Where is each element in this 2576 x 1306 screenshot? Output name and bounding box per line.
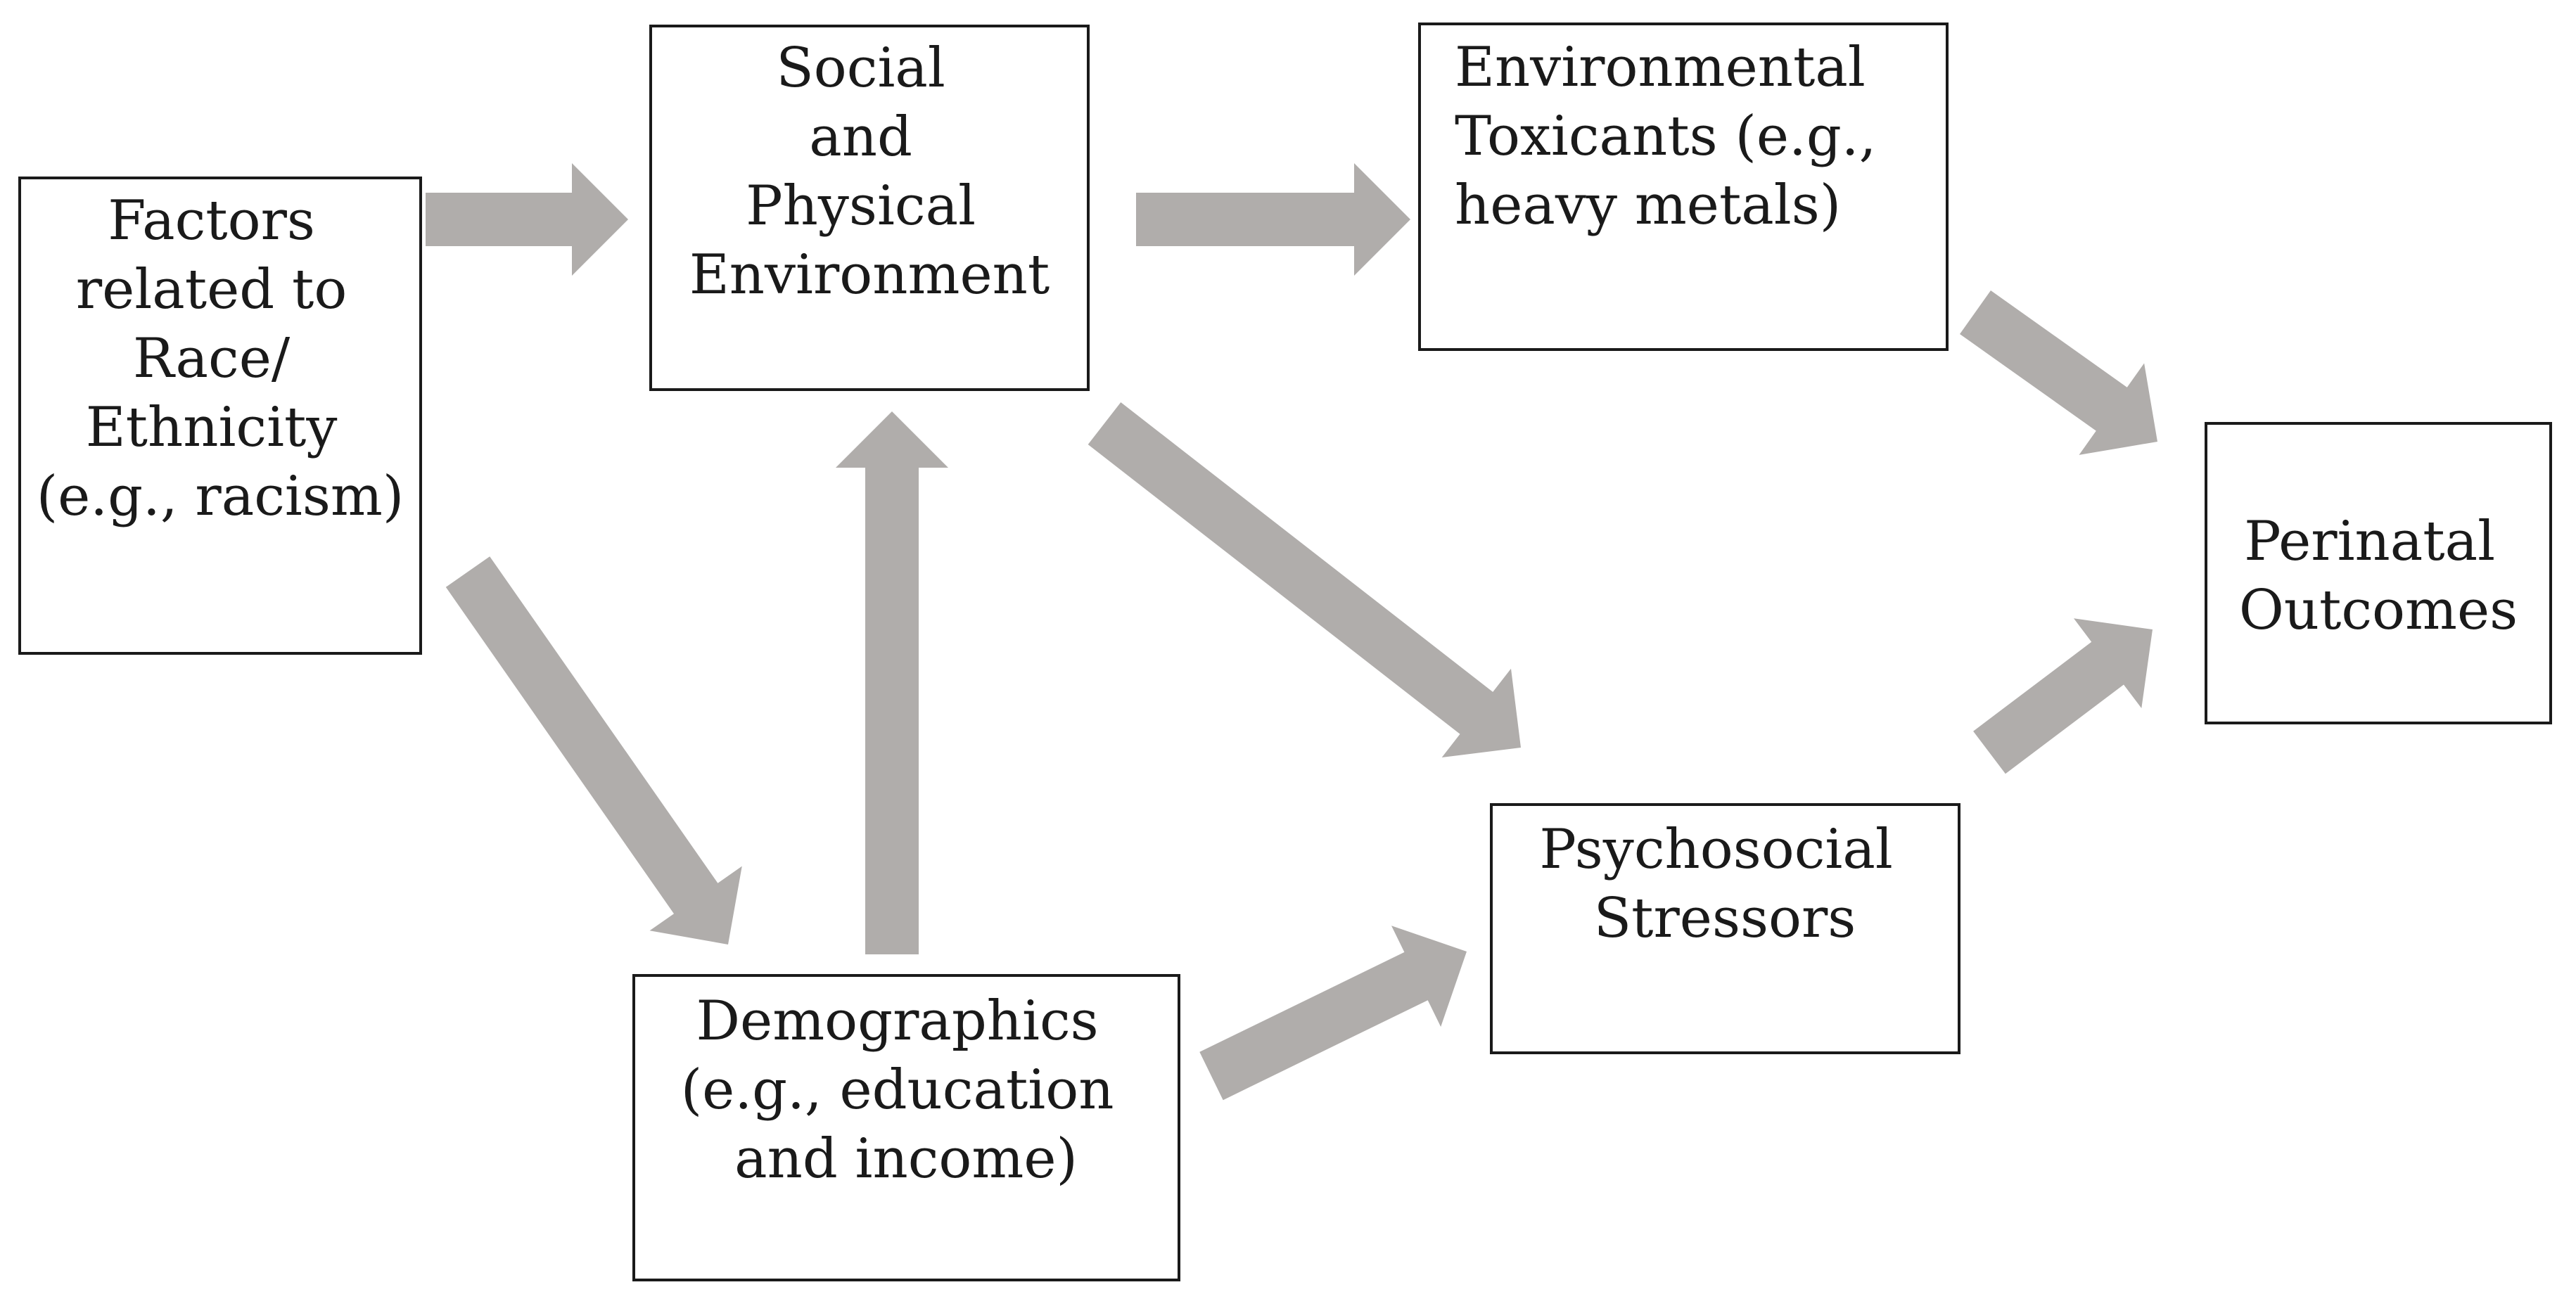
- node-psychosocial-stressors: Psychosocial Stressors: [1490, 803, 1960, 1054]
- node-text-line: Environment: [689, 243, 1050, 307]
- node-text-line: and: [809, 105, 912, 169]
- node-demographics-box: [632, 974, 1180, 1281]
- arrow-toxicants-to-perinatal: [1960, 290, 2157, 455]
- node-text-line: Psychosocial: [1539, 818, 1892, 881]
- node-text-line: Social: [776, 37, 945, 100]
- node-social-physical-environment: Social and Physical Environment: [649, 25, 1090, 391]
- arrow-social-to-toxicants: [1136, 163, 1410, 276]
- node-text-line: heavy metals): [1455, 174, 1841, 237]
- node-text-line: Physical: [746, 174, 976, 238]
- node-environmental-toxicants-label: Environmental Toxicants (e.g., heavy met…: [1455, 36, 1894, 237]
- node-text-line: Race/: [133, 327, 291, 390]
- node-perinatal-outcomes-box: [2205, 422, 2552, 724]
- node-psychosocial-stressors-box: [1490, 803, 1960, 1054]
- node-perinatal-outcomes-label: Perinatal Outcomes: [2239, 510, 2518, 642]
- node-race-ethnicity-factors: Factors related to Race/ Ethnicity (e.g.…: [18, 177, 422, 655]
- node-perinatal-outcomes: Perinatal Outcomes: [2205, 422, 2552, 724]
- node-social-physical-box: [649, 25, 1090, 391]
- node-race-ethnicity-label: Factors related to Race/ Ethnicity (e.g.…: [37, 189, 404, 528]
- node-environmental-toxicants: Environmental Toxicants (e.g., heavy met…: [1418, 23, 1949, 351]
- node-race-ethnicity-box: [18, 177, 422, 655]
- node-text-line: Factors: [108, 189, 315, 252]
- arrow-demographics-to-social: [836, 411, 948, 954]
- arrow-race-to-social: [426, 163, 628, 276]
- node-text-line: Perinatal: [2244, 510, 2495, 573]
- node-text-line: and income): [734, 1127, 1078, 1191]
- node-text-line: Toxicants (e.g.,: [1455, 105, 1876, 168]
- arrow-demographics-to-psychosocial: [1199, 926, 1467, 1101]
- node-text-line: Environmental: [1455, 36, 1866, 99]
- arrow-psychosocial-to-perinatal: [1973, 618, 2153, 774]
- node-text-line: Stressors: [1594, 887, 1856, 950]
- arrow-social-to-psychosocial: [1088, 402, 1521, 757]
- node-environmental-toxicants-box: [1418, 23, 1949, 351]
- node-social-physical-label: Social and Physical Environment: [689, 37, 1050, 307]
- node-demographics-label: Demographics (e.g., education and income…: [681, 990, 1132, 1191]
- node-text-line: Demographics: [696, 990, 1099, 1053]
- node-text-line: Ethnicity: [86, 396, 338, 459]
- node-text-line: (e.g., education: [681, 1058, 1114, 1122]
- node-text-line: related to: [76, 258, 347, 321]
- node-psychosocial-stressors-label: Psychosocial Stressors: [1539, 818, 1910, 950]
- arrow-layer: [426, 163, 2157, 1101]
- node-text-line: (e.g., racism): [37, 465, 404, 528]
- node-text-line: Outcomes: [2239, 579, 2518, 642]
- arrow-race-to-demographics: [445, 556, 742, 945]
- node-demographics: Demographics (e.g., education and income…: [632, 974, 1180, 1281]
